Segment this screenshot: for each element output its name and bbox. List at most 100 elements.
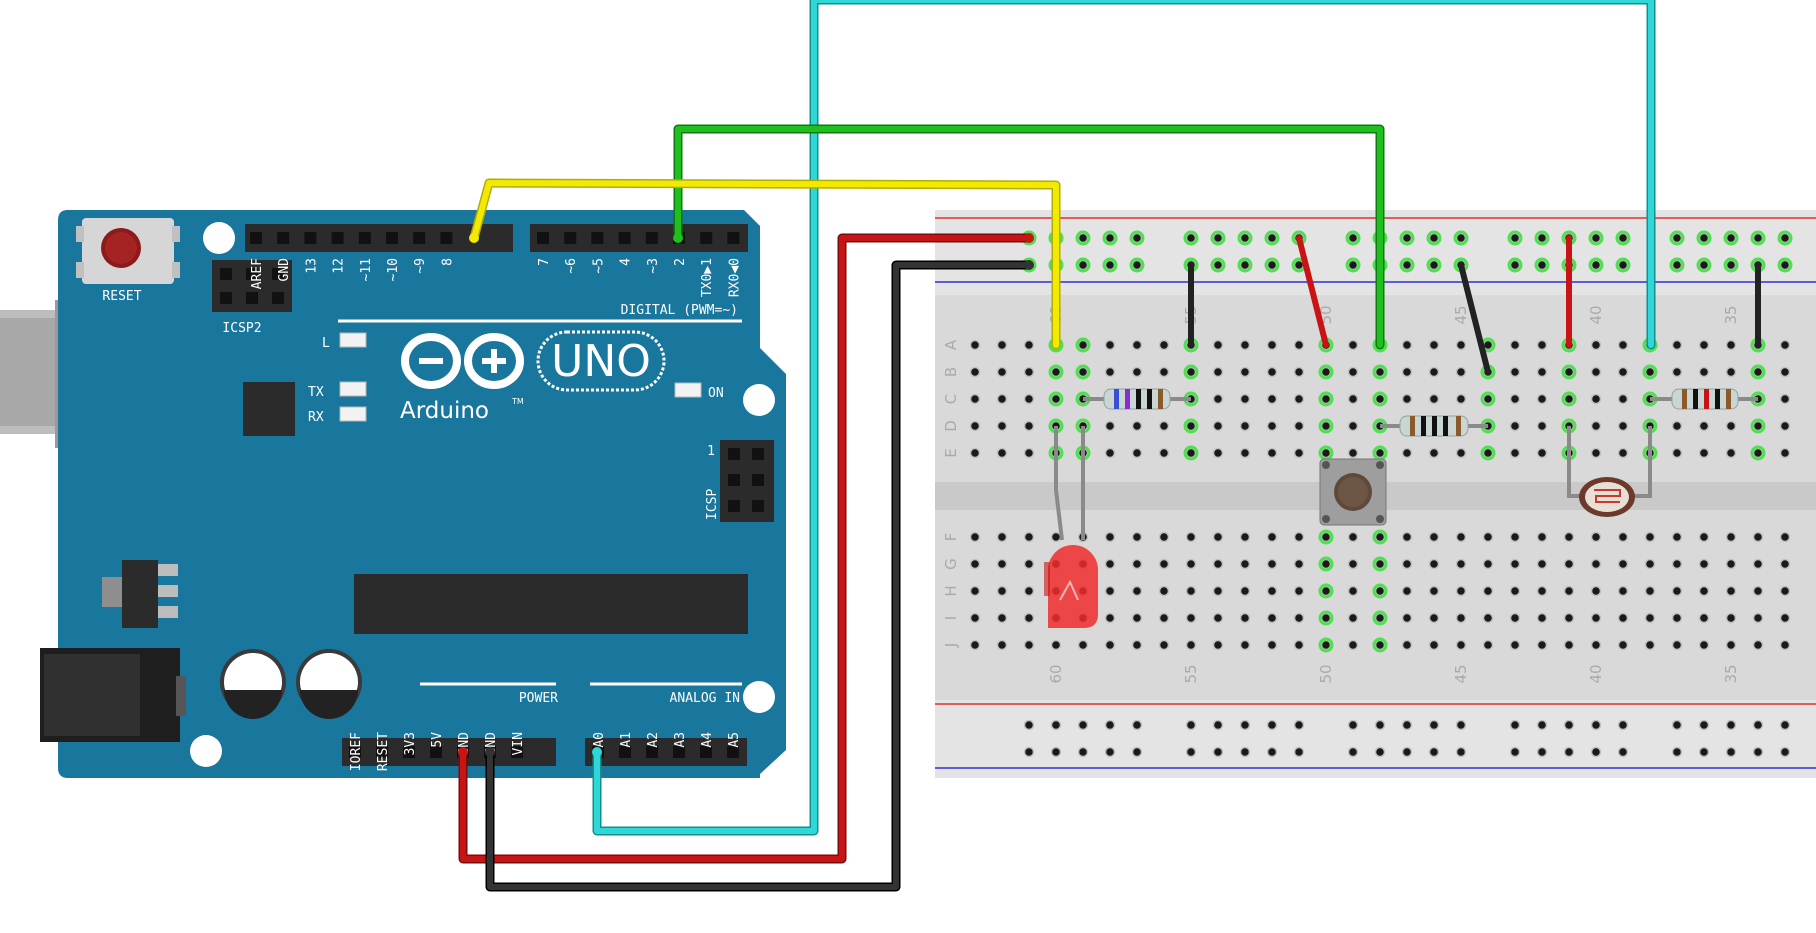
connected-hole — [1669, 257, 1685, 273]
breadboard-hole — [1536, 612, 1548, 624]
breadboard-hole — [1212, 585, 1224, 597]
breadboard-hole — [1212, 558, 1224, 570]
breadboard-hole — [1239, 558, 1251, 570]
breadboard-hole — [1779, 447, 1791, 459]
rail-hole — [1590, 719, 1602, 731]
breadboard-hole — [1374, 612, 1386, 624]
rail-hole — [1212, 259, 1224, 271]
rail-hole — [1779, 259, 1791, 271]
connected-hole — [1264, 230, 1280, 246]
analog-pin-label: A1 — [619, 732, 634, 748]
breadboard-hole — [969, 393, 981, 405]
connected-hole — [1588, 257, 1604, 273]
breadboard-hole — [1590, 585, 1602, 597]
rail-hole — [1779, 232, 1791, 244]
digital-pin — [564, 232, 577, 244]
breadboard-hole — [1563, 531, 1575, 543]
breadboard-hole — [1536, 447, 1548, 459]
breadboard-hole — [1725, 339, 1737, 351]
breadboard-hole — [1374, 585, 1386, 597]
digital-pin-label: 7 — [537, 258, 552, 266]
breadboard-hole — [1293, 531, 1305, 543]
rail-hole — [1752, 746, 1764, 758]
breadboard-hole — [1239, 639, 1251, 651]
breadboard-hole — [1455, 339, 1467, 351]
connected-hole — [1183, 230, 1199, 246]
connected-hole — [1696, 257, 1712, 273]
breadboard-hole — [1185, 612, 1197, 624]
connected-hole — [1507, 230, 1523, 246]
breadboard-hole — [1347, 585, 1359, 597]
breadboard-hole — [1401, 531, 1413, 543]
rail-hole — [1401, 232, 1413, 244]
breadboard-hole — [1779, 612, 1791, 624]
analog-pin-label: A5 — [727, 732, 742, 748]
rail-hole — [1671, 232, 1683, 244]
breadboard-hole — [1779, 420, 1791, 432]
rail-hole — [1347, 259, 1359, 271]
column-number-bottom: 45 — [1452, 664, 1470, 683]
breadboard-hole — [1239, 420, 1251, 432]
breadboard-hole — [1698, 531, 1710, 543]
rail-hole — [1239, 746, 1251, 758]
digital-pin — [277, 232, 290, 244]
digital-pin-label: ~10 — [386, 258, 401, 281]
analog-pin — [700, 746, 712, 758]
breadboard-hole — [1347, 612, 1359, 624]
breadboard-hole — [1266, 531, 1278, 543]
breadboard-hole — [1725, 585, 1737, 597]
breadboard-hole — [1347, 531, 1359, 543]
breadboard-hole — [1617, 558, 1629, 570]
breadboard-hole — [1266, 639, 1278, 651]
breadboard-hole — [1536, 585, 1548, 597]
breadboard-hole — [1536, 639, 1548, 651]
breadboard-hole — [1104, 339, 1116, 351]
connected-hole — [1210, 257, 1226, 273]
board-outline — [58, 210, 786, 778]
connected-hole — [1480, 391, 1496, 407]
connected-hole — [1318, 364, 1334, 380]
breadboard-hole — [1293, 393, 1305, 405]
breadboard-hole — [1671, 585, 1683, 597]
connected-hole — [1075, 364, 1091, 380]
breadboard-hole — [1401, 366, 1413, 378]
row-label: C — [942, 394, 960, 404]
connected-hole — [1345, 230, 1361, 246]
rail-hole — [1725, 259, 1737, 271]
breadboard-hole — [1752, 531, 1764, 543]
row-label: F — [942, 533, 960, 542]
rail-hole — [1401, 259, 1413, 271]
microcontroller — [354, 574, 748, 634]
breadboard-hole — [1779, 585, 1791, 597]
breadboard-hole — [1536, 339, 1548, 351]
breadboard-hole — [1590, 558, 1602, 570]
breadboard-hole — [996, 447, 1008, 459]
rail-hole — [1509, 746, 1521, 758]
breadboard-hole — [1212, 531, 1224, 543]
breadboard-hole — [1671, 558, 1683, 570]
rail-hole — [1212, 232, 1224, 244]
breadboard-hole — [1131, 447, 1143, 459]
analog-pin-label: A3 — [673, 732, 688, 748]
breadboard-hole — [1509, 639, 1521, 651]
breadboard-hole — [1428, 393, 1440, 405]
digital-pin — [331, 232, 344, 244]
column-number-top: 35 — [1722, 305, 1740, 324]
breadboard-hole — [1428, 339, 1440, 351]
breadboard-hole — [1752, 420, 1764, 432]
power-pin — [349, 746, 361, 758]
row-label: I — [942, 616, 960, 620]
rail-hole — [1698, 232, 1710, 244]
breadboard-hole — [1131, 531, 1143, 543]
led-tx-label: TX — [308, 385, 324, 400]
breadboard-hole — [1050, 639, 1062, 651]
analog-pin — [646, 746, 658, 758]
breadboard-hole — [1428, 366, 1440, 378]
rail-hole — [1185, 746, 1197, 758]
row-label: E — [942, 448, 960, 457]
breadboard-hole — [996, 393, 1008, 405]
jumper-black-2 — [1458, 262, 1491, 375]
breadboard-hole — [1023, 639, 1035, 651]
red-led — [1044, 426, 1098, 628]
rail-hole — [1077, 232, 1089, 244]
